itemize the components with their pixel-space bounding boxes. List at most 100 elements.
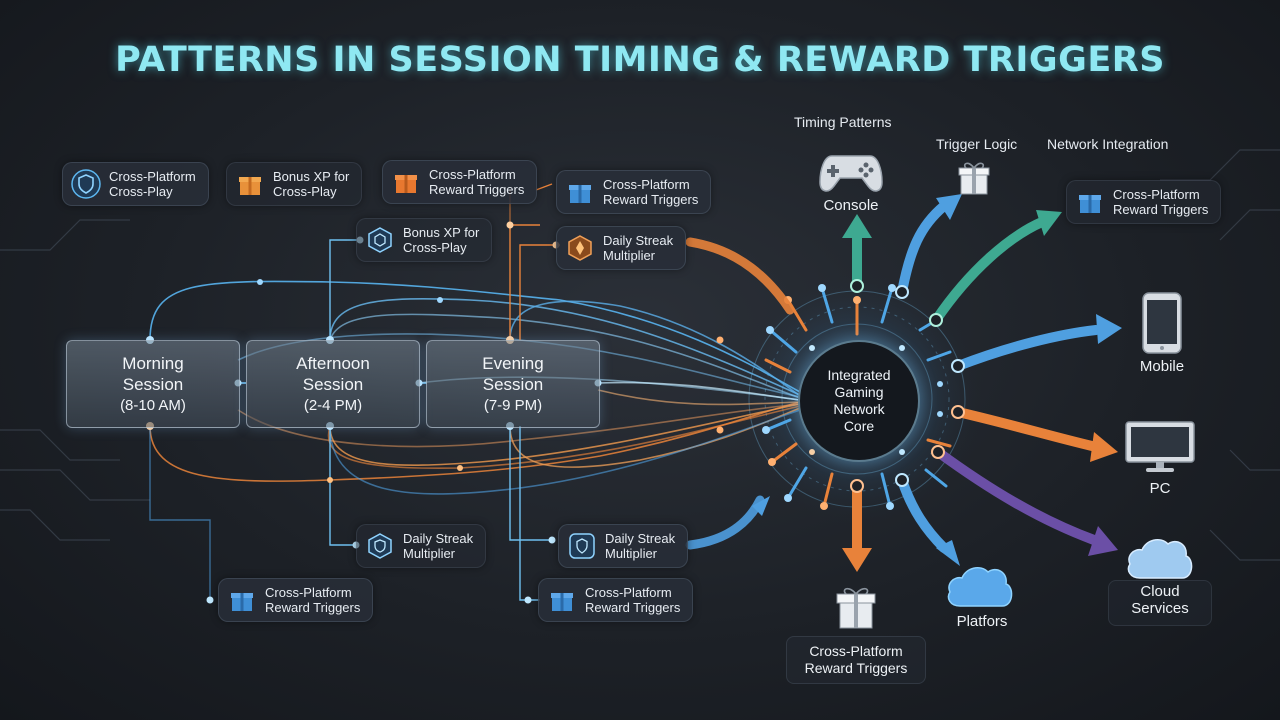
trigger-logic-label: Trigger Logic <box>936 136 1018 152</box>
gift-icon <box>239 177 261 195</box>
hexagon-badge-icon <box>368 227 392 253</box>
shield-icon <box>368 533 392 559</box>
gamepad-icon <box>819 155 883 192</box>
bottom-label-line-1: Cross-Platform <box>809 643 903 659</box>
arrow-nodes <box>850 279 965 493</box>
mobile-phone-icon <box>1142 292 1182 354</box>
core-dots <box>762 284 943 510</box>
chip-label-line-2: Reward Triggers <box>265 600 361 615</box>
chip-label-line-1: Cross-Platform <box>1113 187 1200 202</box>
gift-icon <box>836 587 876 629</box>
gift-icon <box>551 593 573 611</box>
platforms-label: Platfors <box>956 613 1008 630</box>
chip-label-line-2: Reward Triggers <box>1113 202 1209 217</box>
chip-label-line-2: Cross-Play <box>273 184 337 199</box>
chip-label-line-2: Multiplier <box>605 546 658 561</box>
mobile-label: Mobile <box>1139 358 1185 375</box>
chip-label-line-2: Reward Triggers <box>585 600 681 615</box>
cloud-label-line-1: Cloud <box>1140 583 1180 600</box>
chip-label-line-2: Reward Triggers <box>603 192 699 207</box>
chip-label-line-2: Cross-Play <box>109 184 173 199</box>
cloud-icon <box>1127 539 1193 579</box>
chip-label-line-1: Cross-Platform <box>585 585 672 600</box>
chip-label-line-1: Daily Streak <box>603 233 674 248</box>
page-title: PATTERNS IN SESSION TIMING & REWARD TRIG… <box>115 40 1165 80</box>
chip-label-line-1: Cross-Platform <box>603 177 690 192</box>
morning-session-box[interactable]: Morning Session (8-10 AM) <box>66 340 240 428</box>
session-name: Afternoon <box>296 353 370 373</box>
reward-trigger-output-box[interactable]: Cross-Platform Reward Triggers <box>786 636 926 684</box>
session-time: (2-4 PM) <box>303 396 363 414</box>
gift-icon <box>395 175 417 193</box>
chip-label-line-1: Daily Streak <box>605 531 676 546</box>
evening-session-box[interactable]: Evening Session (7-9 PM) <box>426 340 600 428</box>
chip-label-line-1: Bonus XP for <box>273 169 350 184</box>
pc-label: PC <box>1149 480 1171 497</box>
core-line-4: Core <box>843 418 875 434</box>
gift-icon <box>569 185 591 203</box>
session-label: Session <box>302 374 364 394</box>
circuit-traces <box>0 149 1280 561</box>
gift-icon <box>1079 195 1101 213</box>
streak-badge-icon <box>568 235 592 261</box>
session-label: Session <box>122 374 184 394</box>
chip-label-line-1: Bonus XP for <box>403 225 480 240</box>
cloud-label-line-2: Services <box>1131 600 1189 617</box>
console-label: Console <box>823 197 879 214</box>
chip-label-line-1: Cross-Platform <box>109 169 196 184</box>
session-name: Morning <box>122 353 184 373</box>
network-core[interactable]: Integrated Gaming Network Core <box>798 340 920 462</box>
bottom-label-line-2: Reward Triggers <box>804 660 908 676</box>
session-time: (7-9 PM) <box>483 396 543 414</box>
feeder-lines <box>149 183 560 601</box>
outgoing-arrows <box>852 201 1101 555</box>
shield-icon <box>569 533 595 559</box>
cloud-icon <box>947 567 1013 607</box>
timing-patterns-label: Timing Patterns <box>794 114 892 130</box>
swirl-flows <box>149 280 801 495</box>
shield-icon <box>71 169 101 199</box>
core-line-2: Gaming <box>834 384 884 400</box>
chip-label-line-2: Cross-Play <box>403 240 467 255</box>
chip-label-line-1: Daily Streak <box>403 531 474 546</box>
desktop-monitor-icon <box>1125 421 1195 472</box>
gift-icon <box>958 162 990 195</box>
core-line-1: Integrated <box>827 367 891 383</box>
session-name: Evening <box>482 353 544 373</box>
cloud-services-box[interactable]: Cloud Services <box>1108 580 1212 626</box>
arrow-heads <box>842 194 1122 572</box>
afternoon-session-box[interactable]: Afternoon Session (2-4 PM) <box>246 340 420 428</box>
chip-label-line-2: Reward Triggers <box>429 182 525 197</box>
session-label: Session <box>482 374 544 394</box>
chip-label-line-2: Multiplier <box>403 546 456 561</box>
gift-icon <box>231 593 253 611</box>
chip-label-line-2: Multiplier <box>603 248 656 263</box>
core-spokes <box>764 286 952 508</box>
network-integration-label: Network Integration <box>1047 136 1169 152</box>
core-line-3: Network <box>833 401 885 417</box>
chip-label-line-1: Cross-Platform <box>265 585 352 600</box>
